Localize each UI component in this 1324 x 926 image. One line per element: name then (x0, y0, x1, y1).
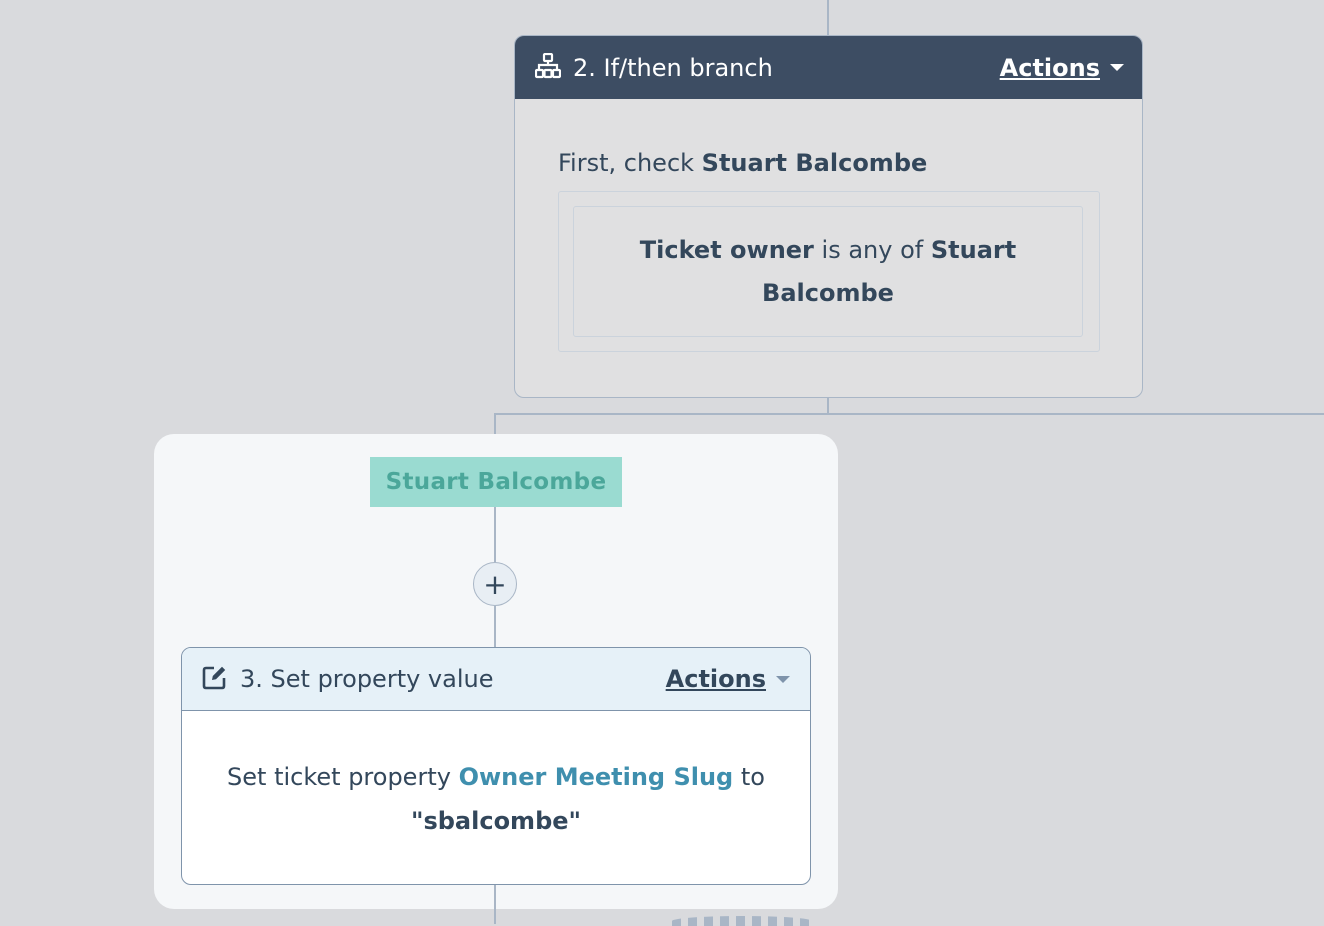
connector-branch-down (827, 398, 829, 414)
first-check-name: Stuart Balcombe (701, 149, 928, 177)
action-title: 3. Set property value (240, 665, 494, 693)
set-property-action-card[interactable]: 3. Set property value Actions Set ticket… (181, 647, 811, 885)
action-text-prefix: Set ticket property (227, 763, 459, 791)
first-check-prefix: First, check (558, 149, 702, 177)
condition-group: Ticket owner is any of Stuart Balcombe (558, 191, 1100, 352)
branch-actions-dropdown[interactable]: Actions (1000, 54, 1124, 82)
branch-card-header: 2. If/then branch Actions (515, 36, 1142, 99)
branch-actions-label: Actions (999, 53, 1100, 82)
dashed-connector (672, 916, 812, 926)
condition-filter: Ticket owner is any of Stuart Balcombe (573, 206, 1083, 337)
connector-label-to-plus (494, 507, 496, 562)
edit-icon (202, 664, 228, 694)
action-text-to: to (733, 763, 765, 791)
chevron-down-icon (1110, 64, 1124, 71)
connector-branch-horizontal (494, 413, 1324, 415)
branch-icon (534, 52, 562, 83)
connector-bottom (494, 885, 496, 924)
action-description: Set ticket property Owner Meeting Slug t… (182, 711, 810, 843)
if-then-branch-card[interactable]: 2. If/then branch Actions First, check S… (514, 35, 1143, 398)
connector-top (827, 0, 829, 35)
first-check-text: First, check Stuart Balcombe (558, 149, 1099, 177)
branch-title: 2. If/then branch (573, 53, 773, 82)
condition-value: Stuart Balcombe (762, 235, 1017, 307)
chevron-down-icon (776, 675, 790, 683)
add-action-button[interactable]: + (473, 562, 517, 606)
action-card-header: 3. Set property value Actions (182, 648, 810, 711)
condition-property: Ticket owner (639, 235, 814, 264)
property-value: "sbalcombe" (410, 807, 582, 835)
connector-plus-to-action (494, 606, 496, 647)
condition-operator: is any of (813, 235, 931, 264)
branch-label[interactable]: Stuart Balcombe (370, 457, 622, 507)
action-actions-label: Actions (665, 665, 766, 693)
property-link[interactable]: Owner Meeting Slug (458, 763, 734, 791)
action-actions-dropdown[interactable]: Actions (666, 665, 790, 693)
plus-icon: + (483, 567, 507, 601)
